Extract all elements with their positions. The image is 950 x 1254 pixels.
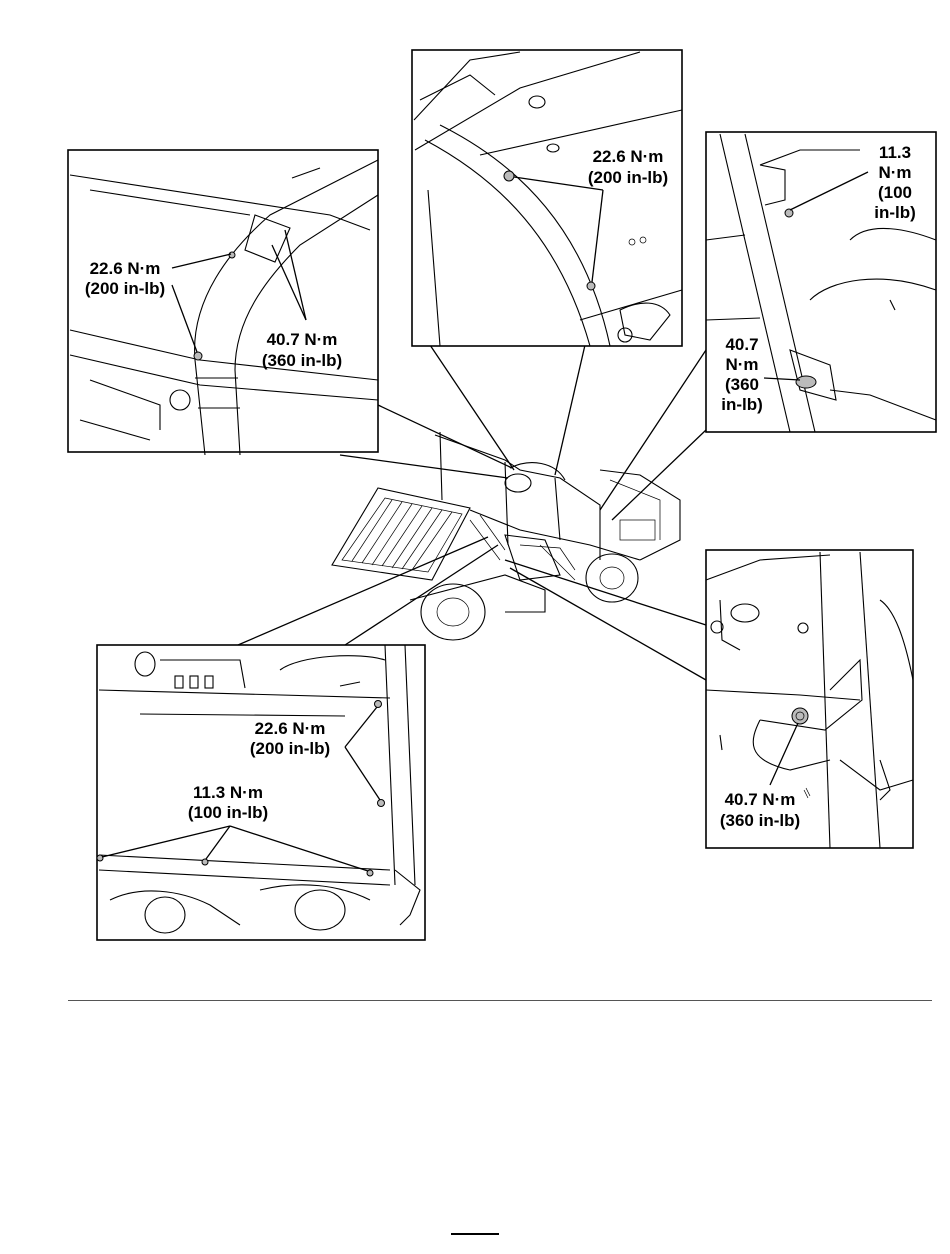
torque-label-imperial: (360 in-lb) [262,351,342,370]
torque-label: 11.3 [879,143,911,162]
torque-label-unit: N·m [725,355,758,374]
torque-label: 40.7 N·m [267,330,338,349]
detail-panel-roll-bar-left: 22.6 N·m (200 in-lb) 40.7 N·m (360 in-lb… [68,150,378,455]
detail-panel-roof-center: 22.6 N·m (200 in-lb) [412,50,682,346]
torque-label-imperial-unit: in-lb) [721,395,763,414]
torque-label-imperial: (360 [725,375,759,394]
torque-label: 22.6 N·m [255,719,326,738]
torque-label-imperial-unit: in-lb) [874,203,916,222]
section-divider [68,1000,932,1001]
torque-label-imperial: (200 in-lb) [250,739,330,758]
torque-label: 40.7 N·m [725,790,796,809]
torque-label: 22.6 N·m [90,259,161,278]
detail-panel-roll-bar-right: 11.3 N·m (100 in-lb) 40.7 N·m (360 in-lb… [706,132,936,432]
torque-label: 11.3 N·m [193,783,263,802]
torque-label-unit: N·m [878,163,911,182]
torque-label-imperial: (360 in-lb) [720,811,800,830]
page-number-rule [451,1233,499,1235]
torque-label-imperial: (100 in-lb) [188,803,268,822]
torque-label-imperial: (100 [878,183,912,202]
utility-vehicle-drawing [332,432,680,640]
torque-label: 22.6 N·m [593,147,664,166]
torque-label-imperial: (200 in-lb) [588,168,668,187]
detail-panel-floor-plate: 22.6 N·m (200 in-lb) 11.3 N·m (100 in-lb… [97,645,425,940]
torque-label: 40.7 [725,335,758,354]
torque-illustration: 22.6 N·m (200 in-lb) 40.7 N·m (360 in-lb… [0,0,950,980]
torque-label-imperial: (200 in-lb) [85,279,165,298]
detail-panel-frame-mount: 40.7 N·m (360 in-lb) [706,550,913,848]
